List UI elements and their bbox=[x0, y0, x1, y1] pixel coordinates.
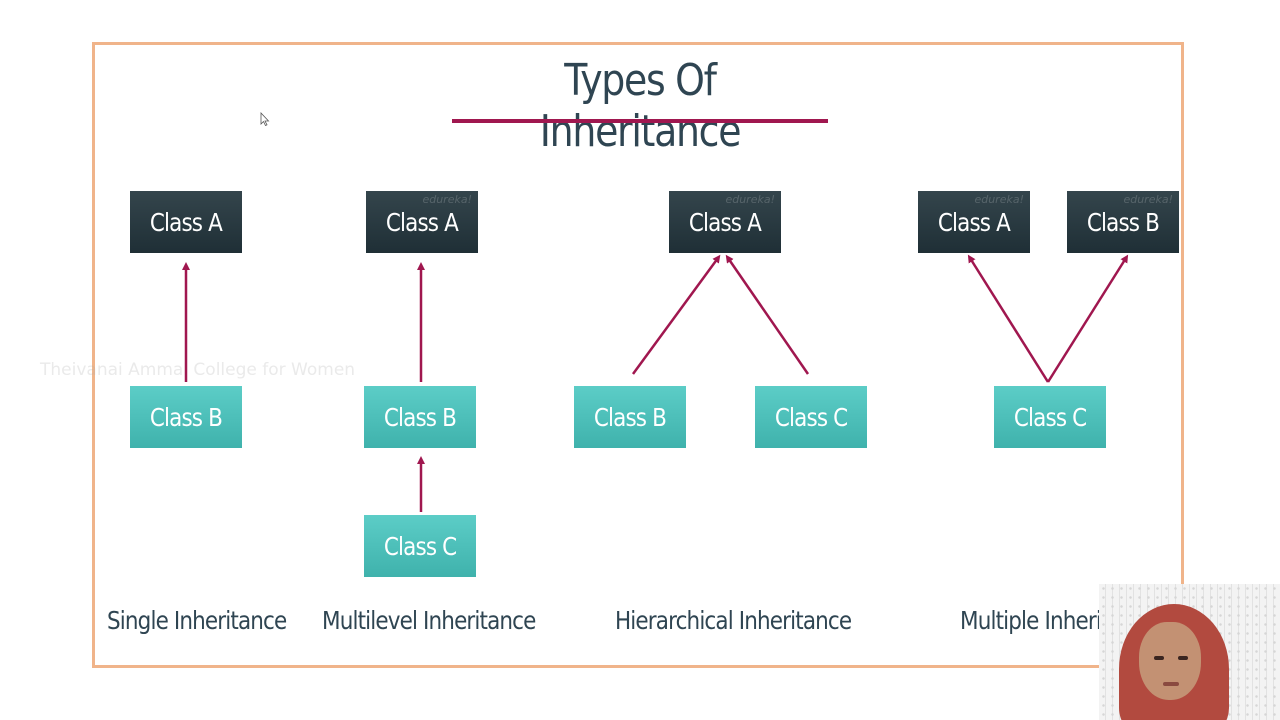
single-class-b-box: Class B bbox=[130, 386, 242, 448]
box-watermark: edureka! bbox=[1123, 193, 1173, 206]
hierarchical-class-b-box: Class B bbox=[574, 386, 686, 448]
single-class-b-label: Class B bbox=[149, 402, 223, 432]
multilevel-class-a-label: Class A bbox=[385, 207, 459, 237]
mouse-cursor-icon bbox=[260, 112, 270, 126]
hierarchical-class-b-label: Class B bbox=[593, 402, 667, 432]
box-watermark: edureka! bbox=[974, 193, 1024, 206]
presenter-webcam bbox=[1099, 584, 1280, 720]
single-class-a-label: Class A bbox=[149, 207, 223, 237]
box-watermark: edureka! bbox=[725, 193, 775, 206]
caption-multiple: Multiple Inheri bbox=[960, 606, 1102, 635]
slide-title: Types Of Inheritance bbox=[539, 55, 742, 157]
multilevel-class-b-box: Class B bbox=[364, 386, 476, 448]
multiple-class-a-box: Class A edureka! bbox=[918, 191, 1030, 253]
box-watermark: edureka! bbox=[422, 193, 472, 206]
single-class-a-box: Class A bbox=[130, 191, 242, 253]
multilevel-class-b-label: Class B bbox=[383, 402, 457, 432]
multiple-class-c-label: Class C bbox=[1013, 402, 1087, 432]
multiple-class-b-box: Class B edureka! bbox=[1067, 191, 1179, 253]
hierarchical-class-a-label: Class A bbox=[688, 207, 762, 237]
hierarchical-class-c-box: Class C bbox=[755, 386, 867, 448]
hierarchical-class-a-box: Class A edureka! bbox=[669, 191, 781, 253]
college-watermark: Theivanai Ammal College for Women bbox=[40, 360, 356, 380]
multiple-class-b-label: Class B bbox=[1086, 207, 1160, 237]
multiple-class-c-box: Class C bbox=[994, 386, 1106, 448]
title-underline bbox=[452, 119, 828, 123]
multiple-class-a-label: Class A bbox=[937, 207, 1011, 237]
multilevel-class-a-box: Class A edureka! bbox=[366, 191, 478, 253]
multilevel-class-c-box: Class C bbox=[364, 515, 476, 577]
hierarchical-class-c-label: Class C bbox=[774, 402, 848, 432]
caption-multilevel: Multilevel Inheritance bbox=[322, 606, 536, 635]
caption-hierarchical: Hierarchical Inheritance bbox=[615, 606, 852, 635]
multilevel-class-c-label: Class C bbox=[383, 531, 457, 561]
caption-single: Single Inheritance bbox=[107, 606, 287, 635]
